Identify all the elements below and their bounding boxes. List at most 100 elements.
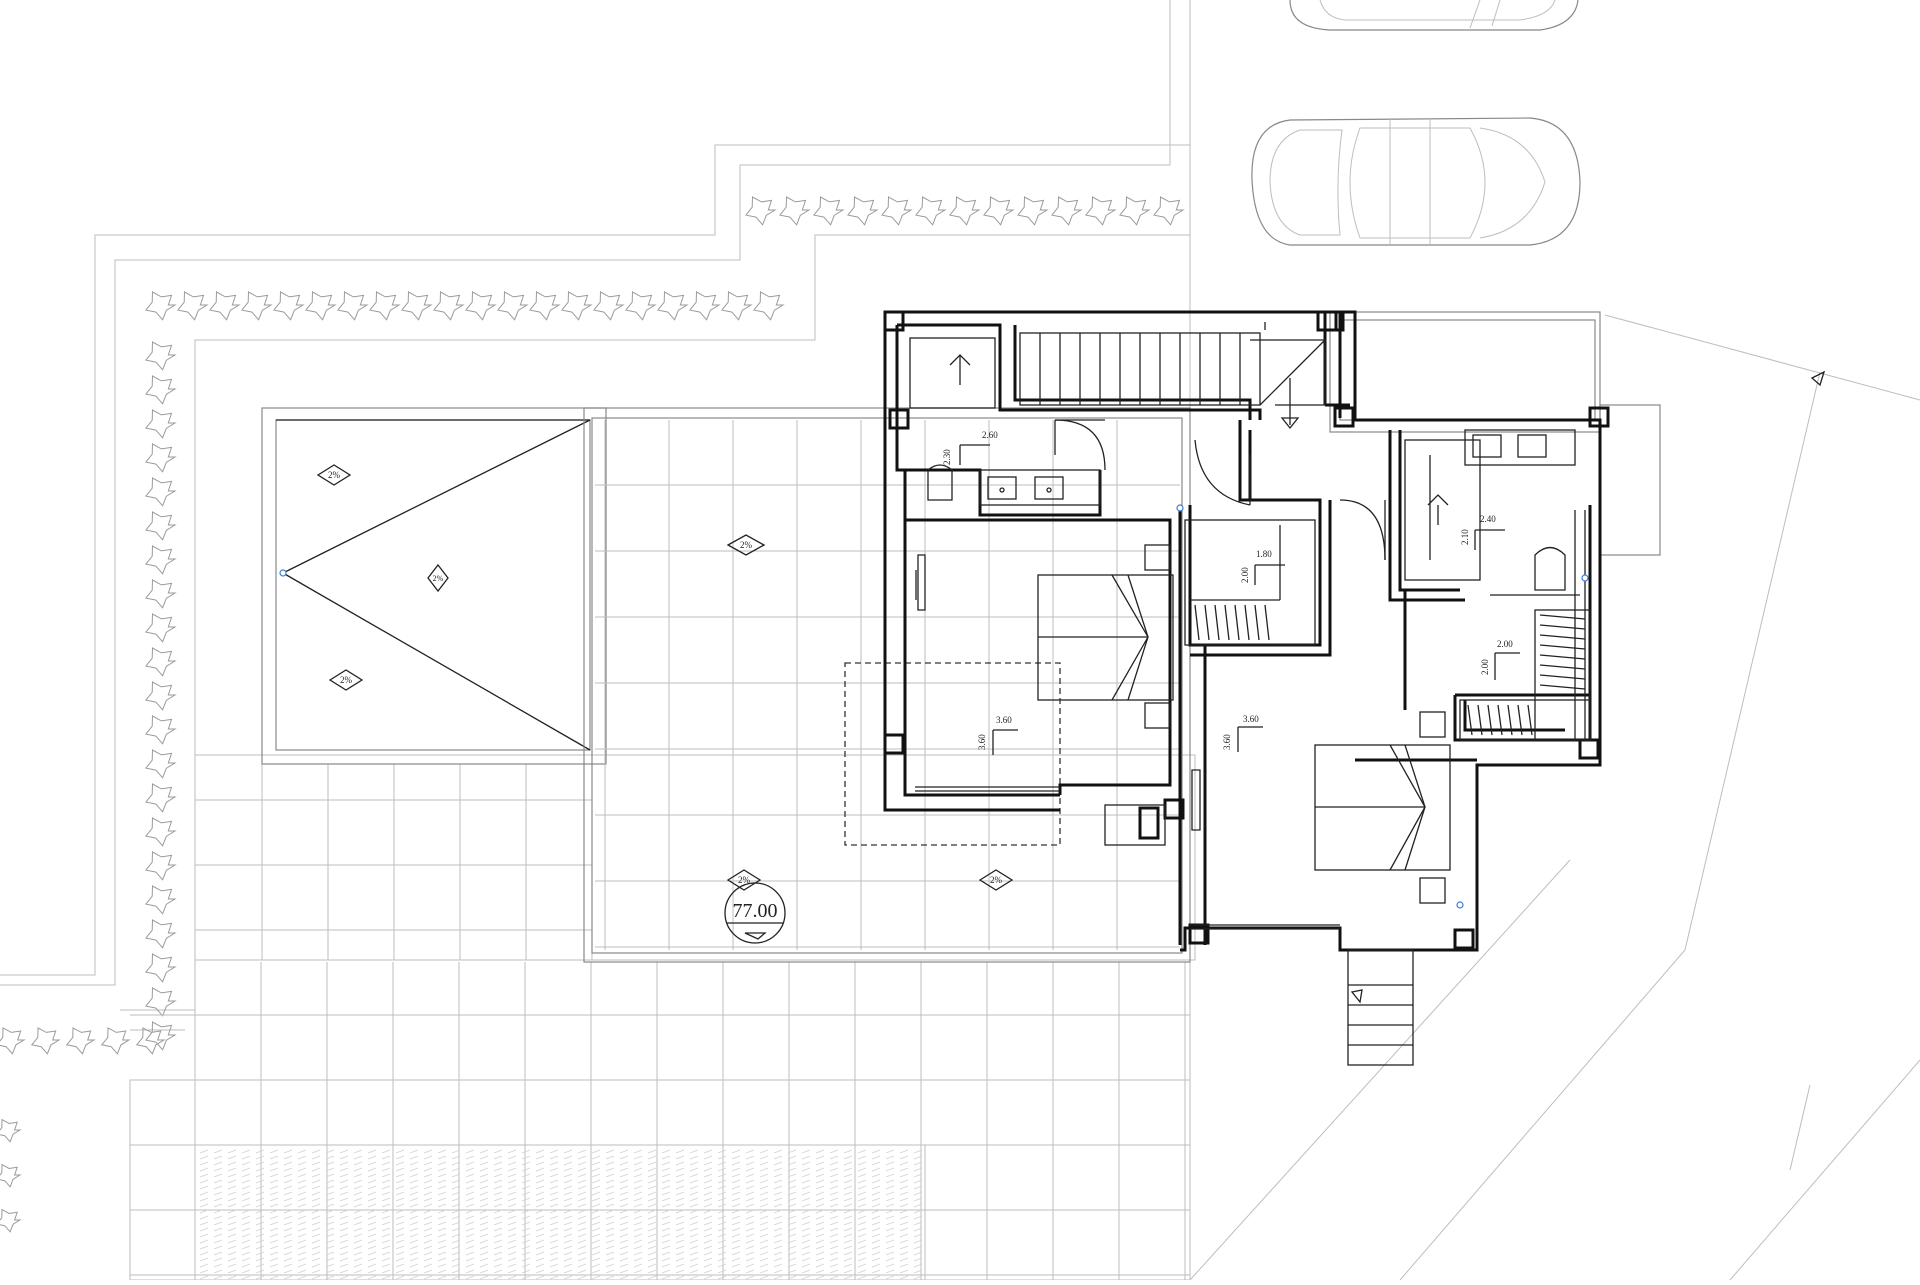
slope-labels: 2% 2% 2% 2% 2% 2% [316, 464, 1014, 891]
bed-2 [1191, 711, 1451, 904]
room-dimensions: 2.60 2.30 1.80 2.00 2.40 2.10 3.60 3.60 … [942, 430, 1520, 755]
svg-text:2%: 2% [328, 470, 341, 480]
svg-text:2%: 2% [740, 540, 753, 550]
svg-text:1.80: 1.80 [1256, 549, 1272, 559]
slope-label: 2% [978, 869, 1014, 891]
shrub-icon [176, 291, 209, 321]
svg-text:3.60: 3.60 [977, 734, 987, 750]
shrub-icon [144, 885, 177, 915]
shrub-icon [982, 196, 1015, 226]
main-terrace [583, 407, 1191, 963]
shrub-icon [30, 1027, 61, 1055]
room-dimension: 2.40 2.10 [1460, 514, 1505, 550]
shrub-icon [744, 196, 777, 226]
shrub-icon [144, 409, 177, 439]
column [1323, 310, 1345, 332]
column [1333, 406, 1355, 428]
shrub-icon [144, 375, 177, 405]
shrub-icon [0, 1118, 22, 1143]
svg-text:2%: 2% [738, 875, 751, 885]
shrub-icon [1016, 196, 1049, 226]
shrub-icon [720, 291, 753, 321]
wardrobe-1 [1184, 519, 1316, 646]
pyramid-roof [261, 407, 607, 765]
column [1588, 406, 1610, 428]
shrub-icon [208, 291, 241, 321]
shrub-icon [144, 953, 177, 983]
room-dimension: 1.80 2.00 [1240, 549, 1285, 585]
shrub-icon [528, 291, 561, 321]
shrub-icon [1118, 196, 1151, 226]
shrub-icon [144, 291, 177, 321]
lower-terrace-grid [129, 962, 1191, 1281]
svg-text:2.40: 2.40 [1480, 514, 1496, 524]
slope-label: 2% [316, 464, 352, 486]
shrub-icon [144, 715, 177, 745]
room-dimension: 2.60 2.30 [942, 430, 998, 465]
shrub-icon [144, 545, 177, 575]
svg-text:2.00: 2.00 [1497, 639, 1513, 649]
shrub-icon [144, 749, 177, 779]
shrub-icon [688, 291, 721, 321]
svg-text:2.30: 2.30 [942, 449, 952, 465]
car-top [1289, 0, 1579, 31]
street-lines [1189, 314, 1920, 1281]
room-dimension: 2.00 2.00 [1480, 639, 1520, 680]
svg-text:3.60: 3.60 [1243, 714, 1259, 724]
shrub-icon [1084, 196, 1117, 226]
shrub-icon [144, 817, 177, 847]
shrub-icon [914, 196, 947, 226]
shrub-icon [304, 291, 337, 321]
columns [883, 310, 1610, 950]
shrub-icon [144, 987, 177, 1017]
steps-block [1104, 804, 1414, 1066]
shrub-icon [656, 291, 689, 321]
shrub-icon [778, 196, 811, 226]
svg-text:3.60: 3.60 [1222, 734, 1232, 750]
shrub-icon [144, 579, 177, 609]
room-dimension: 3.60 3.60 [977, 715, 1018, 755]
svg-text:2.00: 2.00 [1240, 567, 1250, 583]
shrub-icon [496, 291, 529, 321]
shrub-icon [144, 443, 177, 473]
shrub-icon [144, 851, 177, 881]
pool [194, 1144, 926, 1281]
terrace-grid [194, 754, 1196, 961]
shrub-icon [1050, 196, 1083, 226]
shrub-icon [144, 341, 177, 371]
level-marker: 77.00 [724, 882, 786, 944]
room-dimension: 3.60 3.60 [1222, 714, 1263, 752]
shrub-icon [400, 291, 433, 321]
bed-1 [915, 544, 1174, 729]
shrub-icon [144, 511, 177, 541]
shrub-icon [144, 477, 177, 507]
shrub-icon [144, 681, 177, 711]
svg-text:2%: 2% [340, 675, 353, 685]
shrub-icon [144, 613, 177, 643]
bathroom-2 [1404, 429, 1580, 596]
svg-text:2.60: 2.60 [982, 430, 998, 440]
svg-text:2.00: 2.00 [1480, 659, 1490, 675]
shrub-icon [144, 1021, 177, 1051]
shrub-icon [880, 196, 913, 226]
shrub-icon [752, 291, 785, 321]
wardrobe-2 [1459, 609, 1591, 741]
shrub-icon [560, 291, 593, 321]
hedge-plants [0, 196, 1185, 1233]
svg-text:3.60: 3.60 [996, 715, 1012, 725]
shrub-icon [948, 196, 981, 226]
svg-text:2%: 2% [433, 574, 444, 583]
shrub-icon [272, 291, 305, 321]
windows [915, 322, 1589, 930]
slope-label: 2% [726, 869, 762, 891]
shrub-icon [144, 647, 177, 677]
column [1578, 738, 1600, 760]
shrub-icon [144, 919, 177, 949]
shrub-icon [0, 1163, 22, 1188]
slope-label: 2% [726, 534, 766, 556]
column [883, 310, 905, 332]
site-boundary [0, 0, 1191, 1280]
level-marker-label: 77.00 [733, 900, 778, 922]
